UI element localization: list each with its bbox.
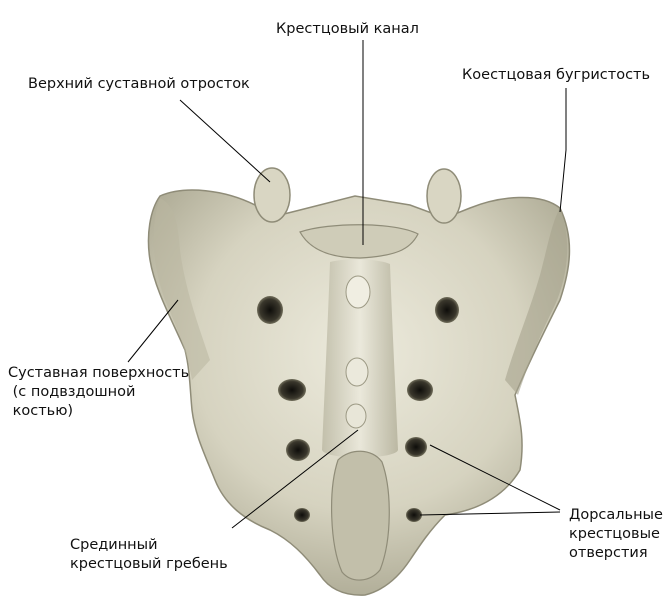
left-ala-shade <box>153 198 210 380</box>
label-median-crest-line-2: крестцовый гребень <box>70 556 228 572</box>
leader-process <box>179 99 271 183</box>
label-auricular-surface-line-2: (с подвздошной <box>8 384 136 400</box>
leader-tuberosity <box>559 88 567 213</box>
leader-foramen-a <box>429 444 561 511</box>
label-dorsal-foramina-line-1: Дорсальные <box>569 507 663 523</box>
foramen-right-3 <box>405 437 427 457</box>
label-auricular-surface-line-3: костью) <box>8 403 74 419</box>
label-sacral-canal: Крестцовый канал <box>276 21 419 37</box>
label-superior-articular-process: Верхний суставной отросток <box>28 76 250 92</box>
label-dorsal-foramina-line-3: отверстия <box>569 545 648 561</box>
sacral-hiatus <box>331 450 390 581</box>
foramen-left-4 <box>294 508 310 522</box>
label-dorsal-foramina-line-2: крестцовые <box>569 526 660 542</box>
foramen-left-1 <box>257 296 283 324</box>
right-articular-process <box>426 168 462 224</box>
crest-tubercle-1 <box>345 275 371 309</box>
foramen-right-4 <box>406 508 422 522</box>
sacral-canal-opening <box>299 224 419 259</box>
left-articular-process <box>253 167 291 223</box>
right-ala-shade <box>505 208 568 395</box>
label-dorsal-foramina: Дорсальные крестцовые отверстия <box>569 506 663 563</box>
label-auricular-surface-line-1: Суставная поверхность <box>8 365 190 381</box>
foramen-left-3 <box>286 439 310 461</box>
foramen-left-2 <box>278 379 306 401</box>
label-auricular-surface: Суставная поверхность (с подвздошной кос… <box>8 364 189 421</box>
crest-tubercle-3 <box>345 403 367 429</box>
leader-crest <box>231 429 359 529</box>
label-median-crest: Срединный крестцовый гребень <box>70 536 228 574</box>
label-sacral-tuberosity: Коестцовая бугристость <box>462 67 651 83</box>
foramen-right-1 <box>435 297 459 323</box>
label-median-crest-line-1: Срединный <box>70 537 158 553</box>
crest-tubercle-2 <box>345 357 369 387</box>
leader-surface <box>127 299 179 363</box>
leader-foramen-b <box>419 511 561 516</box>
foramen-right-2 <box>407 379 433 401</box>
